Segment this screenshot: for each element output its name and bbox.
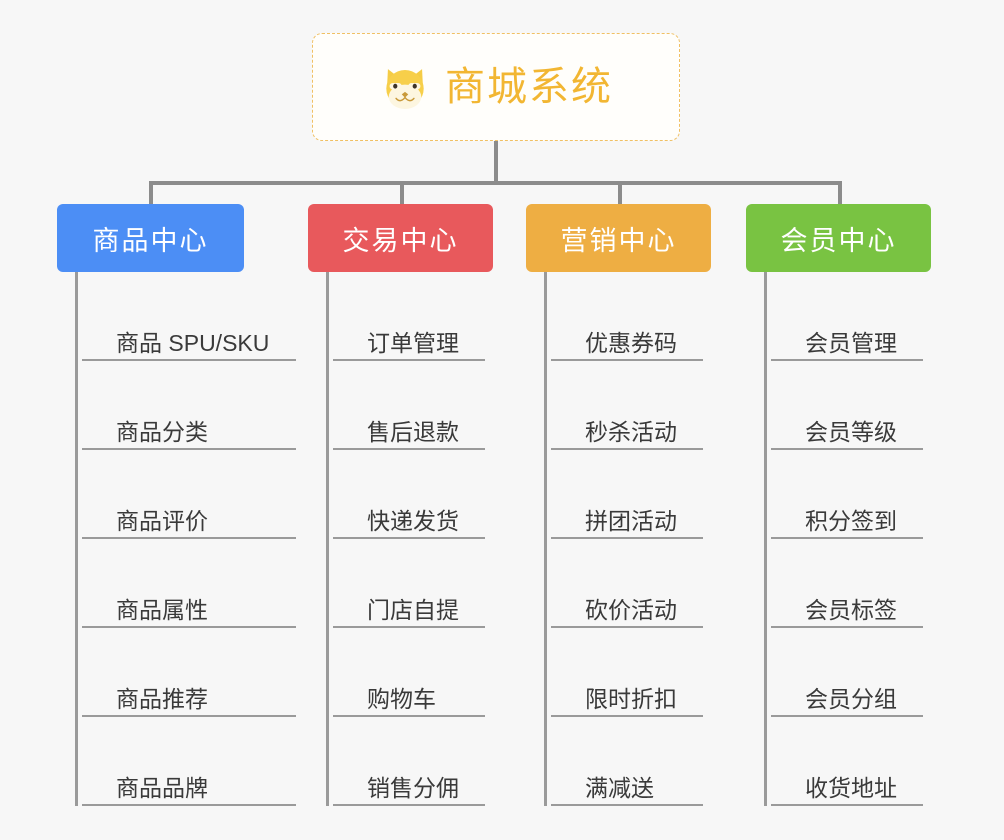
list-item[interactable]: 售后退款 — [333, 361, 485, 450]
category-node-3-label: 营销中心 — [560, 225, 677, 256]
list-item[interactable]: 拼团活动 — [551, 450, 703, 539]
list-item[interactable]: 秒杀活动 — [551, 361, 703, 450]
list-item[interactable]: 砍价活动 — [551, 539, 703, 628]
leaf-label: 商品属性 — [116, 596, 208, 623]
list-item[interactable]: 购物车 — [333, 628, 485, 717]
leaf-label: 会员等级 — [805, 418, 897, 445]
list-item[interactable]: 销售分佣 — [333, 717, 485, 806]
leaf-label: 订单管理 — [367, 329, 459, 356]
leaf-label: 秒杀活动 — [585, 418, 677, 445]
list-item[interactable]: 商品属性 — [82, 539, 296, 628]
leaf-label: 拼团活动 — [585, 507, 677, 534]
list-item[interactable]: 满减送 — [551, 717, 703, 806]
list-item[interactable]: 收货地址 — [771, 717, 923, 806]
connector-drop-4 — [838, 181, 842, 206]
list-item[interactable]: 会员标签 — [771, 539, 923, 628]
leaf-label: 销售分佣 — [367, 774, 459, 801]
leaf-list-2: 订单管理 售后退款 快递发货 门店自提 购物车 销售分佣 — [326, 272, 538, 806]
leaf-label: 优惠券码 — [585, 329, 677, 356]
leaf-label: 砍价活动 — [585, 596, 677, 623]
connector-drop-3 — [618, 181, 622, 206]
leaf-label: 商品分类 — [116, 418, 208, 445]
leaf-label: 商品推荐 — [116, 685, 208, 712]
list-item[interactable]: 限时折扣 — [551, 628, 703, 717]
list-item[interactable]: 会员管理 — [771, 272, 923, 361]
leaf-label: 会员管理 — [805, 329, 897, 356]
list-item[interactable]: 商品 SPU/SKU — [82, 272, 296, 361]
list-item[interactable]: 商品分类 — [82, 361, 296, 450]
connector-root-stem — [494, 141, 498, 183]
list-item[interactable]: 积分签到 — [771, 450, 923, 539]
category-node-4-label: 会员中心 — [780, 225, 897, 256]
root-node-shop-system[interactable]: 商城系统 — [312, 33, 680, 141]
category-column-4: 会员中心 会员管理 会员等级 积分签到 会员标签 会员分组 收货地址 — [746, 204, 976, 806]
leaf-list-1: 商品 SPU/SKU 商品分类 商品评价 商品属性 商品推荐 商品品牌 — [75, 272, 307, 806]
leaf-label: 商品评价 — [116, 507, 208, 534]
root-node-label: 商城系统 — [445, 65, 613, 109]
list-item[interactable]: 订单管理 — [333, 272, 485, 361]
connector-drop-1 — [149, 181, 153, 206]
list-item[interactable]: 会员分组 — [771, 628, 923, 717]
category-node-2-label: 交易中心 — [342, 225, 459, 256]
list-item[interactable]: 商品评价 — [82, 450, 296, 539]
leaf-label: 商品品牌 — [116, 774, 208, 801]
category-node-1[interactable]: 商品中心 — [57, 204, 244, 272]
category-node-1-label: 商品中心 — [92, 225, 209, 256]
leaf-label: 积分签到 — [805, 507, 897, 534]
leaf-label: 会员标签 — [805, 596, 897, 623]
leaf-label: 商品 SPU/SKU — [116, 329, 270, 356]
list-item[interactable]: 会员等级 — [771, 361, 923, 450]
category-column-3: 营销中心 优惠券码 秒杀活动 拼团活动 砍价活动 限时折扣 满减送 — [526, 204, 756, 806]
leaf-label: 门店自提 — [367, 596, 459, 623]
leaf-label: 收货地址 — [805, 774, 897, 801]
category-node-2[interactable]: 交易中心 — [308, 204, 493, 272]
category-node-4[interactable]: 会员中心 — [746, 204, 931, 272]
list-item[interactable]: 商品推荐 — [82, 628, 296, 717]
leaf-label: 满减送 — [585, 774, 654, 801]
leaf-label: 会员分组 — [805, 685, 897, 712]
shiba-dog-face-icon — [379, 61, 431, 113]
leaf-list-3: 优惠券码 秒杀活动 拼团活动 砍价活动 限时折扣 满减送 — [544, 272, 756, 806]
category-column-2: 交易中心 订单管理 售后退款 快递发货 门店自提 购物车 销售分佣 — [308, 204, 538, 806]
list-item[interactable]: 商品品牌 — [82, 717, 296, 806]
leaf-label: 购物车 — [367, 685, 436, 712]
leaf-label: 快递发货 — [367, 507, 459, 534]
list-item[interactable]: 优惠券码 — [551, 272, 703, 361]
category-column-1: 商品中心 商品 SPU/SKU 商品分类 商品评价 商品属性 商品推荐 商品品牌 — [57, 204, 307, 806]
list-item[interactable]: 快递发货 — [333, 450, 485, 539]
list-item[interactable]: 门店自提 — [333, 539, 485, 628]
leaf-label: 售后退款 — [367, 418, 459, 445]
leaf-list-4: 会员管理 会员等级 积分签到 会员标签 会员分组 收货地址 — [764, 272, 976, 806]
connector-drop-2 — [400, 181, 404, 206]
category-node-3[interactable]: 营销中心 — [526, 204, 711, 272]
connector-horizontal-bus — [149, 181, 842, 185]
leaf-label: 限时折扣 — [585, 685, 677, 712]
